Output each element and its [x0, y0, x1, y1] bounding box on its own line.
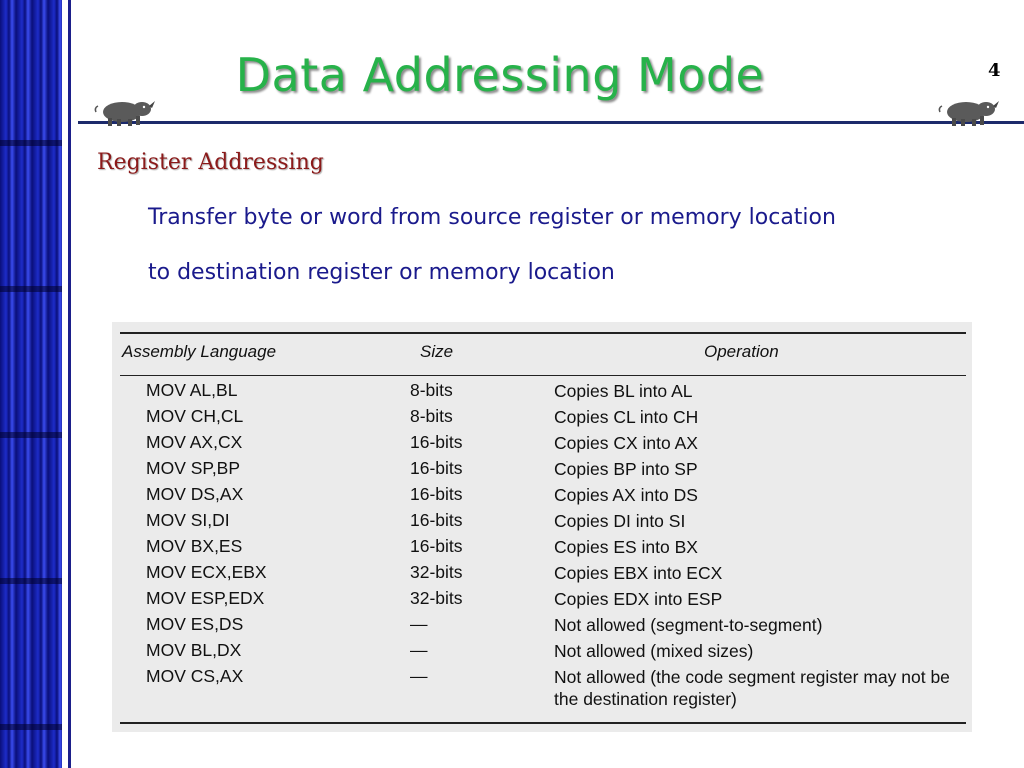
description-line-2: to destination register or memory locati… — [148, 260, 615, 285]
cell-size: 16-bits — [410, 458, 463, 478]
table-row: MOV BX,ES 16-bits Copies ES into BX — [112, 536, 972, 562]
table-row: MOV CS,AX — Not allowed (the code segmen… — [112, 666, 972, 710]
cell-operation: Copies EDX into ESP — [554, 589, 723, 609]
table-row: MOV CH,CL 8-bits Copies CL into CH — [112, 406, 972, 432]
table-header-rule — [120, 375, 966, 376]
rhino-icon — [94, 101, 155, 126]
cell-operation: Copies CX into AX — [554, 433, 698, 453]
cell-size: 32-bits — [410, 588, 463, 608]
description-line-1: Transfer byte or word from source regist… — [148, 205, 836, 230]
cell-size: — — [410, 614, 428, 634]
header-operation: Operation — [704, 342, 779, 361]
table-body: MOV AL,BL 8-bits Copies BL into AL MOV C… — [112, 380, 972, 710]
cell-assembly: MOV SI,DI — [146, 510, 230, 530]
cell-assembly: MOV DS,AX — [146, 484, 244, 504]
cell-size: — — [410, 666, 428, 686]
rhino-icon — [938, 101, 999, 126]
header-rule — [78, 121, 1024, 124]
cell-operation: Copies DI into SI — [554, 511, 686, 531]
cell-operation: Not allowed (segment-to-segment) — [554, 615, 823, 635]
cell-size: 8-bits — [410, 380, 453, 400]
cell-operation: Copies EBX into ECX — [554, 563, 723, 583]
table-row: MOV SI,DI 16-bits Copies DI into SI — [112, 510, 972, 536]
cell-operation: Not allowed (the code segment register m… — [554, 667, 950, 709]
cell-assembly: MOV AL,BL — [146, 380, 238, 400]
cell-size: 32-bits — [410, 562, 463, 582]
cell-assembly: MOV CS,AX — [146, 666, 244, 686]
cell-operation: Copies BP into SP — [554, 459, 698, 479]
cell-assembly: MOV CH,CL — [146, 406, 244, 426]
cell-operation: Copies ES into BX — [554, 537, 698, 557]
register-addressing-table: Assembly Language Size Operation MOV AL,… — [112, 322, 972, 732]
cell-assembly: MOV ECX,EBX — [146, 562, 267, 582]
table-row: MOV BL,DX — Not allowed (mixed sizes) — [112, 640, 972, 666]
cell-size: 16-bits — [410, 432, 463, 452]
cell-size: 16-bits — [410, 484, 463, 504]
table-row: MOV ECX,EBX 32-bits Copies EBX into ECX — [112, 562, 972, 588]
table-top-rule — [120, 332, 966, 334]
table-row: MOV ESP,EDX 32-bits Copies EDX into ESP — [112, 588, 972, 614]
table-bottom-rule — [120, 722, 966, 724]
cell-size: 8-bits — [410, 406, 453, 426]
cell-assembly: MOV BL,DX — [146, 640, 242, 660]
table-row: MOV DS,AX 16-bits Copies AX into DS — [112, 484, 972, 510]
cell-operation: Not allowed (mixed sizes) — [554, 641, 754, 661]
slide-title: Data Addressing Mode — [235, 48, 765, 102]
cell-assembly: MOV AX,CX — [146, 432, 243, 452]
table-row: MOV AX,CX 16-bits Copies CX into AX — [112, 432, 972, 458]
page-number: 4 — [988, 60, 1001, 81]
left-rule — [68, 0, 71, 768]
cell-size: — — [410, 640, 428, 660]
cell-operation: Copies AX into DS — [554, 485, 698, 505]
left-decorative-bar — [0, 0, 62, 768]
cell-assembly: MOV ESP,EDX — [146, 588, 265, 608]
section-heading: Register Addressing — [97, 150, 324, 175]
header-size: Size — [420, 342, 454, 361]
cell-operation: Copies BL into AL — [554, 381, 693, 401]
cell-assembly: MOV SP,BP — [146, 458, 241, 478]
cell-size: 16-bits — [410, 510, 463, 530]
cell-assembly: MOV ES,DS — [146, 614, 244, 634]
cell-size: 16-bits — [410, 536, 463, 556]
table-row: MOV AL,BL 8-bits Copies BL into AL — [112, 380, 972, 406]
cell-operation: Copies CL into CH — [554, 407, 699, 427]
cell-assembly: MOV BX,ES — [146, 536, 243, 556]
table-row: MOV ES,DS — Not allowed (segment-to-segm… — [112, 614, 972, 640]
header-assembly-language: Assembly Language — [122, 342, 277, 361]
table-row: MOV SP,BP 16-bits Copies BP into SP — [112, 458, 972, 484]
